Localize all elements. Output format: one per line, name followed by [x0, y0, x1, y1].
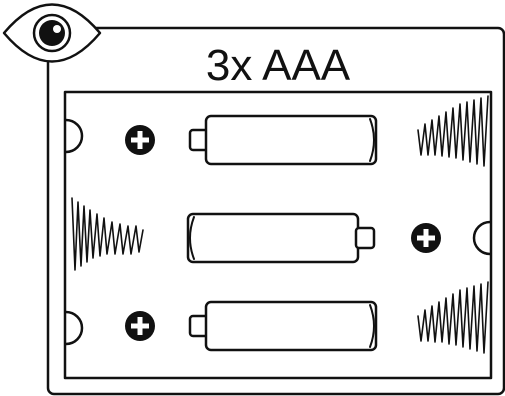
- holder-outer-frame: [46, 26, 505, 396]
- battery-compartment: [63, 90, 493, 380]
- aaa-battery-icon: [188, 300, 378, 352]
- holder-title: 3x AAA: [206, 41, 351, 90]
- plus-circle-icon: [125, 311, 155, 341]
- right-notch-middle: [472, 220, 492, 256]
- aaa-battery-icon: [188, 114, 378, 166]
- plus-circle-icon: [125, 125, 155, 155]
- spring-contact-icon: [417, 281, 489, 354]
- eye-icon: [2, 3, 102, 63]
- left-notch-top: [64, 118, 84, 154]
- left-notch-bottom: [64, 310, 84, 346]
- plus-circle-icon: [411, 223, 441, 253]
- spring-contact-icon: [71, 197, 144, 271]
- aaa-battery-icon: [186, 212, 376, 264]
- spring-contact-icon: [417, 95, 489, 167]
